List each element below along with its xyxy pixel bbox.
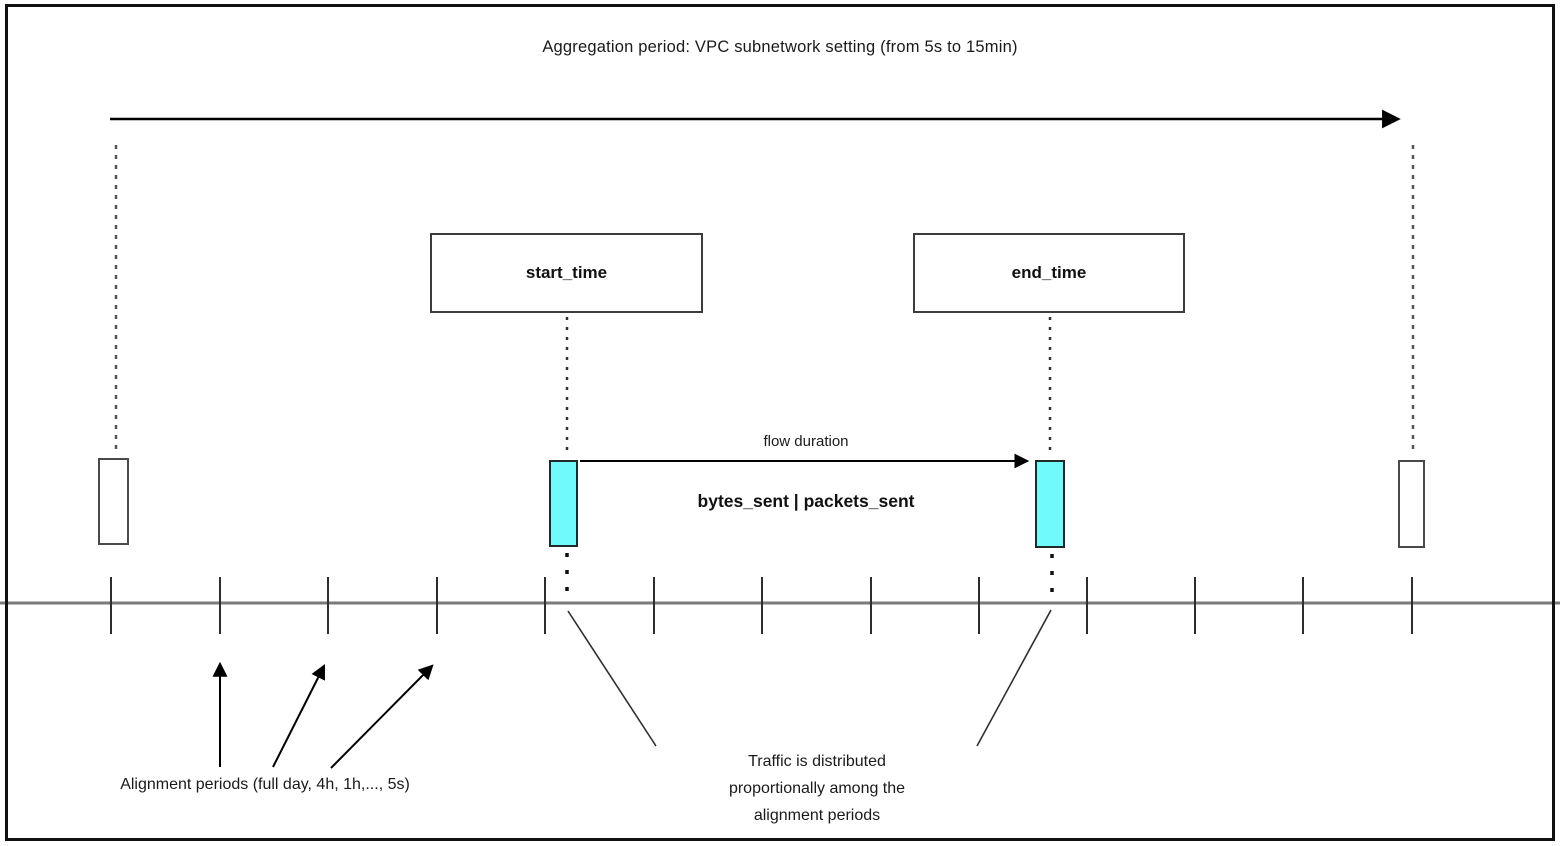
alignment-arrow-2 — [272, 663, 326, 768]
flow-end-bar — [1035, 460, 1065, 548]
traffic-note-line-1: Traffic is distributed — [748, 753, 886, 770]
flow-duration-label: flow duration — [763, 433, 849, 450]
start-time-label: start_time — [525, 263, 608, 282]
diagram-title: Aggregation period: VPC subnetwork setti… — [542, 38, 1018, 56]
flow-start-bar — [549, 460, 578, 547]
alignment-arrow-3 — [330, 664, 434, 769]
traffic-note: Traffic is distributed proportionally am… — [667, 748, 967, 829]
end-time-label: end_time — [1011, 263, 1087, 282]
left-period-marker — [98, 458, 129, 545]
metrics-label: bytes_sent | packets_sent — [697, 491, 915, 511]
alignment-periods-label: Alignment periods (full day, 4h, 1h,...,… — [120, 776, 410, 793]
traffic-note-left-leader-line — [567, 610, 657, 747]
timeline-ticks — [110, 577, 1413, 634]
end-time-box: end_time — [913, 233, 1185, 313]
traffic-note-right-leader-line — [976, 609, 1052, 747]
start-time-box: start_time — [430, 233, 703, 313]
traffic-note-line-3: alignment periods — [753, 807, 881, 824]
traffic-note-line-2: proportionally among the — [728, 780, 906, 797]
right-period-marker — [1398, 460, 1425, 548]
